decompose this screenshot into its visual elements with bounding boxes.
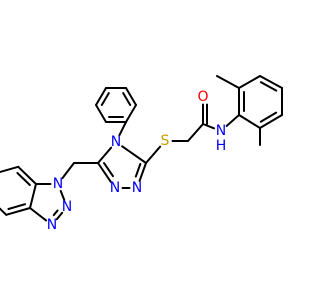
oxygen-atom-label: O bbox=[197, 89, 208, 105]
bond-line-10 bbox=[97, 146, 113, 164]
bond-line-39 bbox=[29, 207, 48, 222]
bond-line-1 bbox=[125, 87, 137, 106]
bond-line-49 bbox=[17, 165, 37, 185]
bond-line-17 bbox=[145, 145, 162, 164]
triazole-n1-label: N bbox=[110, 180, 120, 196]
bond-line-36 bbox=[61, 162, 75, 180]
bond-line-27 bbox=[259, 75, 283, 89]
bond-line-16 bbox=[121, 145, 147, 164]
bond-line-22 bbox=[202, 123, 216, 130]
bond-line-30 bbox=[259, 114, 283, 129]
bond-line-42 bbox=[59, 189, 66, 202]
benzotriazole-n2-label: N bbox=[62, 199, 72, 215]
bond-line-32 bbox=[238, 114, 261, 129]
bond-layer bbox=[0, 75, 283, 222]
sulfur-atom-label: S bbox=[161, 133, 170, 149]
bond-line-43 bbox=[5, 207, 31, 216]
bond-line-40 bbox=[55, 211, 64, 221]
bond-line-38 bbox=[29, 183, 37, 209]
molecule-structure-diagram: S O N H N N N N N N bbox=[0, 75, 283, 233]
bond-line-44 bbox=[7, 203, 27, 210]
bond-line-41 bbox=[52, 209, 59, 217]
bond-line-7 bbox=[95, 87, 107, 106]
bond-line-14 bbox=[138, 162, 147, 182]
triazole-n2-label: N bbox=[132, 180, 142, 196]
bond-line-8 bbox=[100, 92, 110, 106]
bond-line-50 bbox=[16, 171, 31, 187]
bond-line-33 bbox=[216, 75, 240, 89]
benzotriazole-n3-label: N bbox=[47, 217, 57, 233]
bond-line-2 bbox=[122, 92, 132, 106]
bond-line-23 bbox=[225, 114, 240, 128]
bond-line-6 bbox=[95, 104, 107, 123]
bond-line-45 bbox=[0, 207, 8, 216]
bond-line-9 bbox=[118, 121, 127, 137]
triazole-n4-label: N bbox=[111, 134, 121, 150]
bond-line-12 bbox=[103, 162, 114, 178]
bond-line-26 bbox=[238, 75, 261, 89]
amide-hydrogen-label: H bbox=[216, 138, 227, 154]
benzotriazole-n1-label: N bbox=[53, 176, 63, 192]
bond-line-11 bbox=[97, 162, 112, 183]
bond-line-48 bbox=[0, 165, 20, 174]
bond-line-28 bbox=[259, 81, 278, 92]
bond-line-15 bbox=[134, 162, 142, 178]
bond-line-19 bbox=[187, 123, 204, 142]
bond-line-3 bbox=[125, 104, 137, 123]
amide-nitrogen-label: N bbox=[216, 123, 226, 139]
bond-line-31 bbox=[259, 111, 278, 123]
atom-label-layer: S O N H N N N N N N bbox=[47, 89, 227, 233]
